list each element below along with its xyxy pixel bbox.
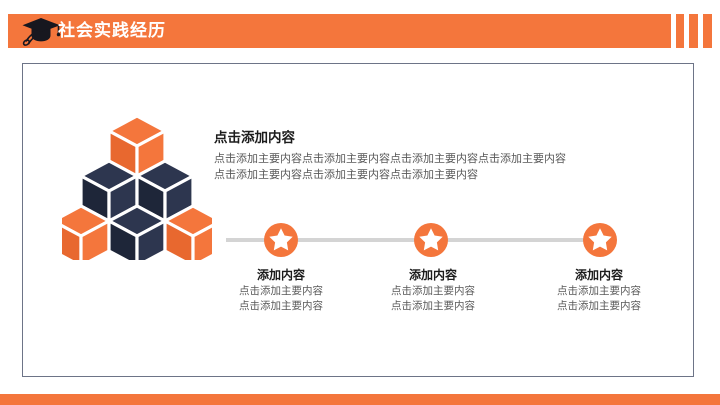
timeline-caption-line-2b: 点击添加主要内容 [391, 300, 475, 312]
timeline-node-1[interactable] [264, 223, 298, 257]
star-icon [269, 228, 293, 251]
timeline-caption-line-2a: 点击添加主要内容 [391, 285, 475, 297]
header-accent-bar-1 [676, 14, 684, 48]
timeline-caption-1: 添加内容 点击添加主要内容 点击添加主要内容 [200, 266, 362, 314]
timeline-node-3[interactable] [583, 223, 617, 257]
timeline-node-2[interactable] [414, 223, 448, 257]
header-accent-bar-2 [689, 14, 698, 48]
timeline-caption-3: 添加内容 点击添加主要内容 点击添加主要内容 [518, 266, 680, 314]
timeline-caption-title-1: 添加内容 [256, 268, 305, 282]
timeline-caption-2: 添加内容 点击添加主要内容 点击添加主要内容 [352, 266, 514, 314]
star-icon [419, 228, 443, 251]
header-bar [8, 14, 671, 48]
main-text-block: 点击添加内容 点击添加主要内容点击添加主要内容点击添加主要内容点击添加主要内容 … [214, 128, 634, 183]
main-body-line-1: 点击添加主要内容点击添加主要内容点击添加主要内容点击添加主要内容 [214, 153, 566, 165]
timeline-caption-title-3: 添加内容 [574, 268, 623, 282]
isometric-cube-pyramid-illustration [51, 112, 223, 268]
timeline-caption-line-1b: 点击添加主要内容 [239, 300, 323, 312]
main-heading: 点击添加内容 [214, 130, 295, 145]
footer-accent-strip [0, 394, 720, 405]
graduation-cap-icon [20, 13, 62, 49]
star-icon [588, 228, 612, 251]
header-accent-bar-3 [703, 14, 712, 48]
timeline-caption-line-3b: 点击添加主要内容 [557, 300, 641, 312]
timeline-caption-title-2: 添加内容 [408, 268, 457, 282]
main-body-line-2: 点击添加主要内容点击添加主要内容点击添加主要内容 [214, 169, 478, 181]
page-title: 社会实践经历 [58, 21, 166, 40]
timeline-caption-line-1a: 点击添加主要内容 [239, 285, 323, 297]
timeline-caption-line-3a: 点击添加主要内容 [557, 285, 641, 297]
